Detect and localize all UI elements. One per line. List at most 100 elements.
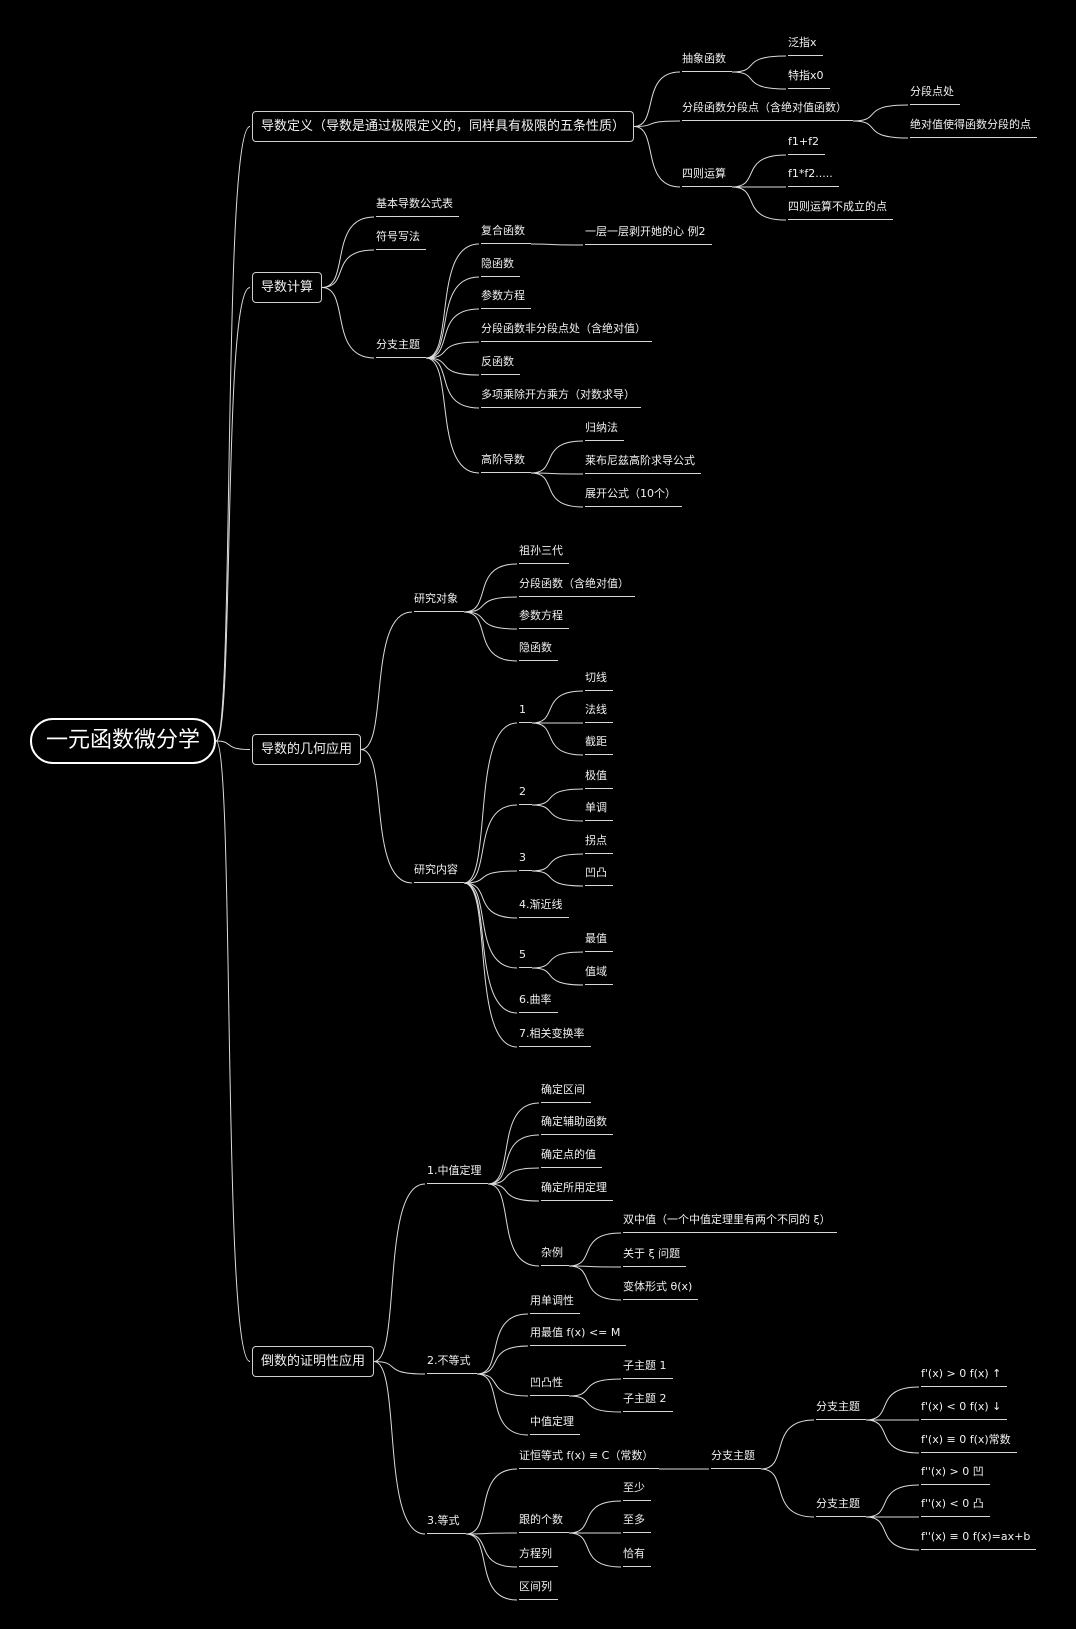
topic-inequality[interactable]: 2.不等式 — [427, 1354, 477, 1374]
topic-root-count[interactable]: 跟的个数 — [519, 1513, 569, 1533]
topic-research-objects[interactable]: 研究对象 — [414, 592, 464, 612]
topic-subtopic-1[interactable]: 子主题 1 — [623, 1359, 673, 1379]
topic-determine-auxiliary-function[interactable]: 确定辅助函数 — [541, 1115, 613, 1135]
topic-basic-formula-table[interactable]: 基本导数公式表 — [376, 197, 459, 217]
topic-fsecond-zero[interactable]: f''(x) ≡ 0 f(x)=ax+b — [921, 1530, 1037, 1550]
topic-piecewise-non-split[interactable]: 分段函数非分段点处（含绝对值） — [481, 322, 652, 342]
topic-second-derivative-branch[interactable]: 分支主题 — [816, 1497, 866, 1517]
topic-calc-branch[interactable]: 分支主题 — [376, 338, 426, 358]
topic-higher-order-derivative[interactable]: 高阶导数 — [481, 453, 531, 473]
connector-topic-operations-invalid-point — [731, 186, 787, 221]
topic-piecewise-split-point[interactable]: 分段函数分段点（含绝对值函数） — [682, 101, 853, 121]
topic-determine-interval[interactable]: 确定区间 — [541, 1083, 591, 1103]
topic-prove-identity[interactable]: 证恒等式 f(x) ≡ C（常数） — [519, 1449, 660, 1469]
topic-research-content[interactable]: 研究内容 — [414, 863, 464, 883]
topic-range[interactable]: 值域 — [585, 965, 613, 985]
topic-implicit[interactable]: 隐函数 — [519, 641, 558, 661]
connector-topic-mean-value-theorem — [373, 1183, 426, 1362]
topic-exactly[interactable]: 恰有 — [623, 1547, 651, 1567]
topic-normal-line[interactable]: 法线 — [585, 703, 613, 723]
topic-operations-invalid-point[interactable]: 四则运算不成立的点 — [788, 200, 893, 220]
topic-fprime-positive[interactable]: f'(x) > 0 f(x) ↑ — [921, 1367, 1008, 1387]
topic-variant-theta[interactable]: 变体形式 θ(x) — [623, 1280, 699, 1300]
topic-use-extremum[interactable]: 用最值 f(x) <= M — [530, 1326, 627, 1346]
topic-f1-plus-f2[interactable]: f1+f2 — [788, 135, 825, 155]
topic-abs-split-point[interactable]: 绝对值使得函数分段的点 — [910, 118, 1037, 138]
connector-topic-ineq-mean-value — [476, 1373, 529, 1436]
topic-f1-times-f2[interactable]: f1*f2..... — [788, 167, 839, 187]
topic-mean-value-theorem[interactable]: 1.中值定理 — [427, 1164, 488, 1184]
topic-xi-problem[interactable]: 关于 ξ 问题 — [623, 1247, 687, 1267]
connector-topic-at-least — [568, 1500, 622, 1534]
topic-ineq-mean-value[interactable]: 中值定理 — [530, 1415, 580, 1435]
topic-tangent-line[interactable]: 切线 — [585, 671, 613, 691]
connector-topic-determine-interval — [487, 1102, 540, 1185]
branch-derivative-calculation[interactable]: 导数计算 — [252, 272, 323, 303]
connector-topic-use-extremum — [476, 1345, 529, 1375]
branch-proof-application[interactable]: 倒数的证明性应用 — [252, 1346, 375, 1377]
topic-general-x[interactable]: 泛指x — [788, 36, 823, 56]
connector-topic-specific-x0 — [731, 71, 787, 90]
topic-double-mean-value[interactable]: 双中值（一个中值定理里有两个不同的 ξ） — [623, 1213, 837, 1233]
topic-composite-function[interactable]: 复合函数 — [481, 224, 531, 244]
root-topic[interactable]: 一元函数微分学 — [30, 718, 217, 764]
topic-fsecond-negative[interactable]: f''(x) < 0 凸 — [921, 1497, 990, 1517]
connector-topic-inverse-function — [425, 357, 480, 376]
topic-fprime-zero[interactable]: f'(x) ≡ 0 f(x)常数 — [921, 1433, 1017, 1453]
topic-content-5[interactable]: 5 — [519, 948, 532, 968]
branch-derivative-definition[interactable]: 导数定义（导数是通过极限定义的，同样具有极限的五条性质） — [252, 111, 635, 142]
topic-abstract-function[interactable]: 抽象函数 — [682, 52, 732, 72]
topic-leibniz-formula[interactable]: 莱布尼兹高阶求导公式 — [585, 454, 701, 474]
topic-content-2[interactable]: 2 — [519, 785, 532, 805]
connector-topic-determine-auxiliary-function — [487, 1134, 540, 1185]
connector-topic-research-content — [360, 749, 413, 884]
topic-fprime-negative[interactable]: f'(x) < 0 f(x) ↓ — [921, 1400, 1008, 1420]
topic-parametric-equation[interactable]: 参数方程 — [481, 289, 531, 309]
topic-specific-x0[interactable]: 特指x0 — [788, 69, 830, 89]
topic-inflection-point[interactable]: 拐点 — [585, 834, 613, 854]
topic-concavity[interactable]: 凹凸 — [585, 866, 613, 886]
topic-at-split-point[interactable]: 分段点处 — [910, 85, 960, 105]
topic-subtopic-2[interactable]: 子主题 2 — [623, 1392, 673, 1412]
connector-topic-four-operations — [633, 126, 681, 188]
topic-induction[interactable]: 归纳法 — [585, 421, 624, 441]
connector-topic-inequality — [373, 1361, 426, 1375]
topic-inverse-function[interactable]: 反函数 — [481, 355, 520, 375]
topic-notation[interactable]: 符号写法 — [376, 230, 426, 250]
connector-topic-expansion-formulas — [530, 472, 584, 508]
topic-intercept[interactable]: 截距 — [585, 735, 613, 755]
topic-identity-branch[interactable]: 分支主题 — [711, 1449, 761, 1469]
topic-three-generations[interactable]: 祖孙三代 — [519, 544, 569, 564]
topic-interval-list[interactable]: 区间列 — [519, 1580, 558, 1600]
topic-at-least[interactable]: 至少 — [623, 1481, 651, 1501]
topic-parametric[interactable]: 参数方程 — [519, 609, 569, 629]
topic-curvature[interactable]: 6.曲率 — [519, 993, 558, 1013]
topic-at-most[interactable]: 至多 — [623, 1513, 651, 1533]
connector-topic-three-generations — [463, 563, 518, 613]
topic-log-differentiation[interactable]: 多项乘除开方乘方（对数求导） — [481, 388, 641, 408]
topic-determine-theorem[interactable]: 确定所用定理 — [541, 1181, 613, 1201]
connector-topic-implicit-function — [425, 276, 480, 359]
branch-geometric-application[interactable]: 导数的几何应用 — [252, 734, 362, 765]
topic-misc-examples[interactable]: 杂例 — [541, 1246, 569, 1266]
topic-related-rates[interactable]: 7.相关变换率 — [519, 1027, 591, 1047]
topic-piecewise-abs[interactable]: 分段函数（含绝对值） — [519, 577, 635, 597]
topic-peel-layers-example[interactable]: 一层一层剥开她的心 例2 — [585, 225, 712, 245]
topic-monotonicity[interactable]: 单调 — [585, 801, 613, 821]
topic-equality[interactable]: 3.等式 — [427, 1514, 466, 1534]
topic-asymptote[interactable]: 4.渐近线 — [519, 898, 569, 918]
topic-convexity[interactable]: 凹凸性 — [530, 1376, 569, 1396]
topic-equation-list[interactable]: 方程列 — [519, 1547, 558, 1567]
topic-determine-point-value[interactable]: 确定点的值 — [541, 1148, 602, 1168]
topic-fsecond-positive[interactable]: f''(x) > 0 凹 — [921, 1465, 990, 1485]
topic-content-3[interactable]: 3 — [519, 851, 532, 871]
topic-content-1[interactable]: 1 — [519, 703, 532, 723]
connector-topic-misc-examples — [487, 1183, 540, 1267]
topic-max-min-value[interactable]: 最值 — [585, 932, 613, 952]
topic-extremum[interactable]: 极值 — [585, 769, 613, 789]
topic-four-operations[interactable]: 四则运算 — [682, 167, 732, 187]
topic-use-monotonicity[interactable]: 用单调性 — [530, 1294, 580, 1314]
topic-expansion-formulas[interactable]: 展开公式（10个） — [585, 487, 682, 507]
topic-implicit-function[interactable]: 隐函数 — [481, 257, 520, 277]
topic-first-derivative-branch[interactable]: 分支主题 — [816, 1400, 866, 1420]
